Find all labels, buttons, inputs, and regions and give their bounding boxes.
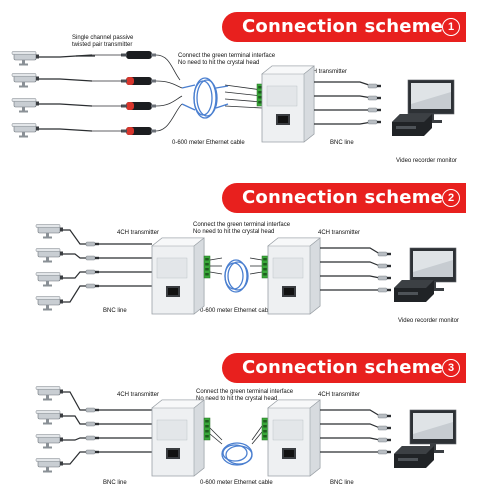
bnc-connector-icon xyxy=(377,251,392,257)
transmitter-box-icon xyxy=(151,237,205,315)
terminal-label-1: Connect the green terminal interface xyxy=(196,389,294,395)
transmitter-box-icon xyxy=(267,237,321,315)
passive-label-2: twisted pair transmitter xyxy=(72,42,133,48)
scheme-3-banner: Connection scheme 3 xyxy=(222,353,466,383)
recorder-label: Video recorder monitor xyxy=(396,158,457,164)
scheme-3-title: Connection scheme xyxy=(242,357,444,378)
bnc-connector-icon xyxy=(85,241,100,247)
video-recorder-icon xyxy=(392,114,432,136)
camera-icon xyxy=(11,73,40,88)
cable-label: 0-600 meter Ethernet cable xyxy=(200,480,273,486)
camera-icon xyxy=(11,98,40,113)
camera-icon xyxy=(35,434,64,449)
camera-icon xyxy=(35,248,64,263)
scheme-1-diagram xyxy=(11,51,455,143)
passive-transmitter-icon xyxy=(121,77,156,85)
bnc-connector-icon xyxy=(85,283,100,289)
transmitter-box-icon xyxy=(261,65,315,143)
scheme-2-banner: Connection scheme 2 xyxy=(222,183,466,213)
scheme-3-number: 3 xyxy=(442,359,460,377)
cable-label: 0-600 meter Ethernet cable xyxy=(200,308,273,314)
transmitter-label: 4CH transmitter xyxy=(305,69,348,75)
bnc-right-label: BNC line xyxy=(330,480,354,486)
transmitter-right-label: 4CH transmitter xyxy=(318,392,361,398)
camera-icon xyxy=(35,410,64,425)
camera-icon xyxy=(35,296,64,311)
camera-icon xyxy=(35,272,64,287)
camera-icon xyxy=(35,458,64,473)
bnc-connector-icon xyxy=(85,269,100,275)
scheme-1-number: 1 xyxy=(442,18,460,36)
bnc-connector-icon xyxy=(377,275,392,281)
ethernet-cable-coil xyxy=(221,442,253,466)
bnc-connector-icon xyxy=(377,413,392,419)
recorder-label: Video recorder monitor xyxy=(398,318,459,324)
terminal-label-1: Connect the green terminal interface xyxy=(178,53,276,59)
bnc-connector-icon xyxy=(377,287,392,293)
bnc-connector-icon xyxy=(367,119,382,125)
terminal-label-2: No need to hit the crystal head xyxy=(196,396,278,402)
video-recorder-icon xyxy=(394,280,434,302)
camera-icon xyxy=(35,386,64,401)
scheme-2-diagram xyxy=(35,224,457,315)
scheme-3-diagram xyxy=(35,386,457,477)
bnc-connector-icon xyxy=(377,263,392,269)
ethernet-cable-coil xyxy=(181,77,229,119)
bnc-connector-icon xyxy=(367,107,382,113)
scheme-1-title: Connection scheme xyxy=(242,16,444,37)
bnc-connector-icon xyxy=(377,437,392,443)
bnc-connector-icon xyxy=(85,435,100,441)
terminal-block-icon xyxy=(261,255,269,279)
camera-icon xyxy=(11,123,40,138)
bnc-connector-icon xyxy=(377,425,392,431)
terminal-label-2: No need to hit the crystal head xyxy=(178,60,260,66)
bnc-connector-icon xyxy=(367,83,382,89)
bnc-connector-icon xyxy=(85,449,100,455)
terminal-label-1: Connect the green terminal interface xyxy=(193,222,291,228)
passive-transmitter-icon xyxy=(121,51,156,59)
transmitter-box-icon xyxy=(267,399,321,477)
terminal-block-icon xyxy=(203,417,211,441)
bnc-left-label: BNC line xyxy=(103,480,127,486)
bnc-connector-icon xyxy=(85,421,100,427)
scheme-2-number: 2 xyxy=(442,189,460,207)
transmitter-right-label: 4CH transmitter xyxy=(318,230,361,236)
terminal-block-icon xyxy=(261,417,269,441)
bnc-connector-icon xyxy=(85,407,100,413)
terminal-block-icon xyxy=(203,255,211,279)
transmitter-box-icon xyxy=(151,399,205,477)
passive-transmitter-icon xyxy=(121,127,156,135)
bnc-connector-icon xyxy=(85,255,100,261)
bnc-connector-icon xyxy=(367,95,382,101)
scheme-2-title: Connection scheme xyxy=(242,187,444,208)
cable-label: 0-600 meter Ethernet cable xyxy=(172,140,245,146)
scheme-1-banner: Connection scheme 1 xyxy=(222,12,466,42)
bnc-connector-icon xyxy=(377,449,392,455)
camera-icon xyxy=(35,224,64,239)
passive-transmitter-icon xyxy=(121,102,156,110)
terminal-label-2: No need to hit the crystal head xyxy=(193,229,275,235)
bnc-label: BNC line xyxy=(330,140,354,146)
bnc-label: BNC line xyxy=(103,308,127,314)
video-recorder-icon xyxy=(394,446,434,468)
ethernet-cable-coil xyxy=(224,259,249,293)
camera-icon xyxy=(11,51,40,66)
passive-label-1: Single channel passive xyxy=(72,35,134,41)
transmitter-left-label: 4CH transmitter xyxy=(117,230,160,236)
transmitter-left-label: 4CH transmitter xyxy=(117,392,160,398)
